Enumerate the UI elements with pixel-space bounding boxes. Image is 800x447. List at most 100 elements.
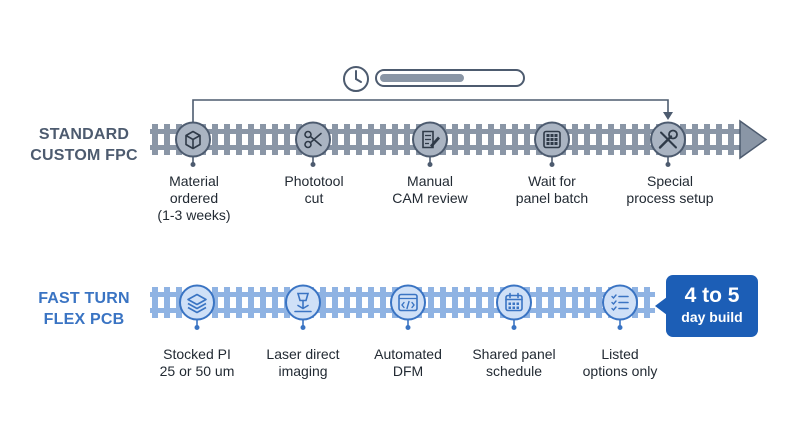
- stop-label-line: Automated: [374, 346, 442, 362]
- rail-tie: [392, 124, 398, 155]
- rail-tie: [224, 124, 230, 155]
- rail-tie: [704, 124, 710, 155]
- rail-tie: [572, 287, 578, 318]
- rail-tie: [488, 287, 494, 318]
- fast-stop-label-2: Laser direct imaging: [233, 346, 373, 380]
- rail-tie: [464, 287, 470, 318]
- scissors-icon: [304, 130, 322, 149]
- rail-tie: [164, 287, 170, 318]
- stop-pin-dot: [310, 162, 316, 167]
- standard-stop-2: [295, 121, 331, 167]
- rail-tie: [356, 287, 362, 318]
- rail-tie: [368, 124, 374, 155]
- rail-tie: [152, 124, 158, 155]
- rail-tie: [692, 124, 698, 155]
- rail-tie: [224, 287, 230, 318]
- rail-tie: [368, 287, 374, 318]
- standard-stop-label-1: Material ordered (1-3 weeks): [124, 173, 264, 224]
- rail-tie: [464, 124, 470, 155]
- standard-title-line2: CUSTOM FPC: [30, 147, 138, 164]
- rail-tie: [428, 287, 434, 318]
- rail-tie: [284, 124, 290, 155]
- rail-tie: [596, 287, 602, 318]
- rail-tie: [644, 287, 650, 318]
- laser-icon: [294, 292, 312, 313]
- standard-stop-label-5: Special process setup: [600, 173, 740, 207]
- callout-caption: day build: [681, 309, 743, 325]
- stop-label-line: Manual: [407, 173, 453, 189]
- stop-label-line: Phototool: [284, 173, 344, 189]
- calendar-icon: [505, 292, 523, 312]
- rail-tie: [548, 287, 554, 318]
- stop-label-line: options only: [582, 363, 658, 379]
- stop-pin-dot: [665, 162, 671, 167]
- standard-track-title: STANDARD CUSTOM FPC: [14, 124, 154, 166]
- rail-tie: [380, 287, 386, 318]
- fast-stop-label-5: Listed options only: [550, 346, 690, 380]
- rail-tie: [164, 124, 170, 155]
- stop-label-line: CAM review: [392, 190, 468, 206]
- rail-tie: [452, 124, 458, 155]
- rail-tie: [716, 124, 722, 155]
- rail-tie: [236, 124, 242, 155]
- progress-bar: [375, 69, 525, 87]
- stop-pin-dot: [427, 162, 433, 167]
- stop-label-line: process setup: [626, 190, 714, 206]
- rail-tie: [476, 124, 482, 155]
- rail-tie: [380, 124, 386, 155]
- rail-tie: [512, 124, 518, 155]
- stop-label-line: Shared panel: [472, 346, 556, 362]
- standard-stop-label-2: Phototool cut: [244, 173, 384, 207]
- checklist-icon: [611, 294, 629, 312]
- rail-tie: [332, 124, 338, 155]
- fast-track-title: FAST TURN FLEX PCB: [14, 288, 154, 330]
- rail-tie: [320, 287, 326, 318]
- stop-pin-dot: [511, 325, 517, 330]
- standard-stop-label-3: Manual CAM review: [360, 173, 500, 207]
- progress-fill: [380, 74, 464, 82]
- stop-label-line: (1-3 weeks): [157, 207, 231, 223]
- fast-stop-2: [285, 284, 321, 330]
- stop-pin-dot: [194, 325, 200, 330]
- rail-tie: [236, 287, 242, 318]
- fast-stop-1: [179, 284, 215, 330]
- rail-tie: [728, 124, 734, 155]
- stop-label-line: Material: [169, 173, 219, 189]
- rail-tie: [440, 287, 446, 318]
- stop-label-line: Laser direct: [266, 346, 340, 362]
- stop-label-line: cut: [304, 190, 324, 206]
- rail-tie: [584, 124, 590, 155]
- rail-tie: [644, 124, 650, 155]
- fast-stop-4: [496, 284, 532, 330]
- rail-tie: [620, 124, 626, 155]
- fast-stop-label-3: Automated DFM: [338, 346, 478, 380]
- rail-tie: [212, 124, 218, 155]
- standard-stop-1: [175, 121, 211, 167]
- stop-label-line: ordered: [169, 190, 219, 206]
- stop-label-line: Wait for: [528, 173, 576, 189]
- rail-tie: [260, 124, 266, 155]
- stop-pin-dot: [617, 325, 623, 330]
- rail-tie: [572, 124, 578, 155]
- clock-icon: [343, 66, 369, 92]
- tools-icon: [658, 129, 678, 149]
- rail-tie: [272, 124, 278, 155]
- rail-tie: [560, 287, 566, 318]
- rail-tie: [536, 287, 542, 318]
- callout-duration: 4 to 5: [684, 284, 740, 307]
- rail-tie: [488, 124, 494, 155]
- rail-tie: [272, 287, 278, 318]
- stop-label-line: schedule: [485, 363, 543, 379]
- fast-title-line1: FAST TURN: [38, 290, 130, 307]
- fast-title-line2: FLEX PCB: [43, 311, 125, 328]
- standard-stop-4: [534, 121, 570, 167]
- stop-label-line: panel batch: [515, 190, 589, 206]
- rail-tie: [524, 124, 530, 155]
- rail-tie: [248, 287, 254, 318]
- stop-label-line: Stocked PI: [163, 346, 231, 362]
- rail-tie: [344, 124, 350, 155]
- stop-label-line: Listed: [601, 346, 639, 362]
- build-time-callout: 4 to 5 day build: [666, 275, 758, 337]
- fast-stop-3: [390, 284, 426, 330]
